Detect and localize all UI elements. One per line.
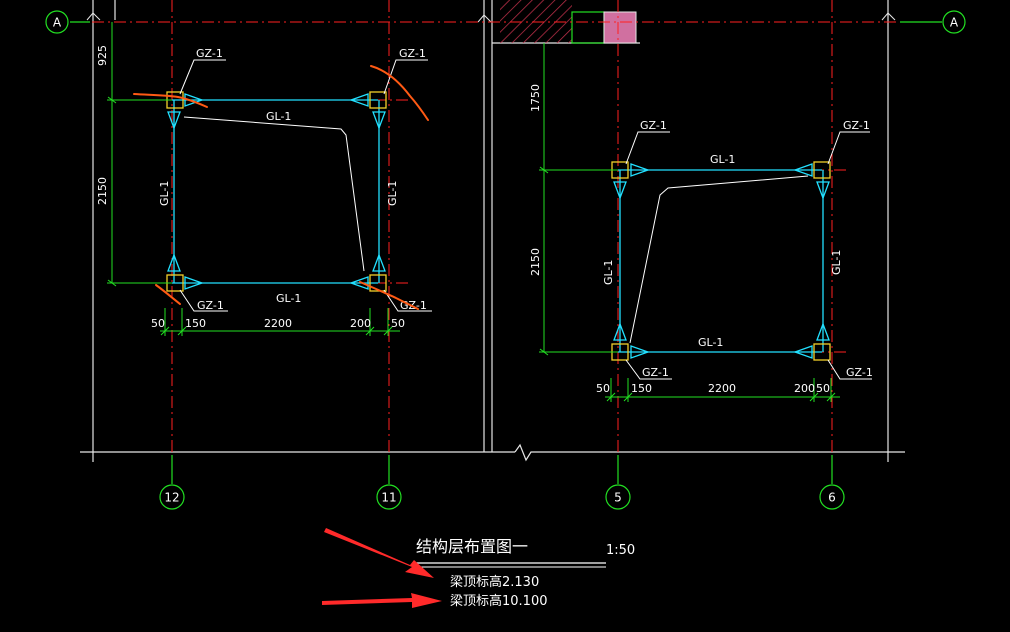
right-dim-50-b: 50 (816, 382, 830, 395)
left-dim-50-a: 50 (151, 317, 165, 330)
left-markups (133, 65, 429, 310)
right-beams (613, 163, 830, 359)
left-beam-label-top: GL-1 (266, 110, 291, 123)
elevation-note-2: 梁顶标高10.100 (450, 593, 548, 609)
arrow-1 (324, 528, 434, 578)
svg-text:11: 11 (381, 491, 396, 505)
annotation-arrows (322, 528, 442, 608)
axis-lines (70, 0, 900, 455)
right-dim-1750: 1750 (529, 84, 542, 112)
right-plan: GZ-1 GZ-1 GZ-1 GZ-1 GL-1 GL-1 GL-1 GL-1 … (529, 43, 873, 402)
right-beam-label-top: GL-1 (710, 153, 735, 166)
right-dim-50-a: 50 (596, 382, 610, 395)
left-dim-200: 200 (350, 317, 371, 330)
column-axis-bubble-11: 11 (376, 484, 402, 510)
arrow-2 (322, 593, 442, 608)
column-axis-bubble-6: 6 (819, 484, 845, 510)
left-beam-label-left: GL-1 (158, 181, 171, 206)
left-beams (167, 93, 386, 290)
left-dim-150: 150 (185, 317, 206, 330)
svg-text:5: 5 (614, 491, 622, 505)
left-gz-label-3: GZ-1 (197, 299, 224, 312)
left-gz-label-2: GZ-1 (399, 47, 426, 60)
left-beam-label-bottom: GL-1 (276, 292, 301, 305)
right-dim-150: 150 (631, 382, 652, 395)
right-slope-line (629, 175, 809, 344)
svg-text:A: A (53, 16, 62, 30)
left-dim-2150: 2150 (96, 177, 109, 205)
left-horizontal-dimension (160, 308, 400, 336)
svg-text:A: A (950, 16, 959, 30)
left-plan: GZ-1 GZ-1 GZ-1 GZ-1 GL-1 GL-1 GL-1 GL-1 … (96, 22, 432, 336)
right-beam-label-left: GL-1 (602, 260, 615, 285)
right-gz-label-2: GZ-1 (843, 119, 870, 132)
left-slope-line (183, 116, 365, 272)
wall-lines (80, 0, 905, 462)
left-beam-label-right: GL-1 (386, 181, 399, 206)
right-gz-label-4: GZ-1 (846, 366, 873, 379)
left-gz-label-1: GZ-1 (196, 47, 223, 60)
drawing-scale: 1:50 (606, 543, 635, 558)
left-dim-925: 925 (96, 45, 109, 66)
title-block: 结构层布置图一 1:50 梁顶标高2.130 梁顶标高10.100 (414, 537, 635, 609)
right-beam-label-right: GL-1 (830, 250, 843, 275)
row-axis-bubble-right: A (942, 10, 966, 34)
right-gz-label-3: GZ-1 (642, 366, 669, 379)
svg-text:12: 12 (164, 491, 179, 505)
right-beam-label-bottom: GL-1 (698, 336, 723, 349)
left-dim-50-b: 50 (391, 317, 405, 330)
axis-tails (70, 21, 942, 484)
right-horizontal-dimension (605, 378, 840, 402)
right-dim-2150: 2150 (529, 248, 542, 276)
right-columns (611, 161, 831, 361)
right-dim-200: 200 (794, 382, 815, 395)
svg-text:6: 6 (828, 491, 836, 505)
right-dim-2200: 2200 (708, 382, 736, 395)
drawing-title: 结构层布置图一 (416, 537, 528, 556)
column-axis-bubble-5: 5 (605, 484, 631, 510)
left-dim-2200: 2200 (264, 317, 292, 330)
right-vertical-dimension (539, 43, 618, 356)
row-axis-bubble-left: A (45, 10, 69, 34)
left-vertical-dimension (107, 22, 172, 287)
elevation-note-1: 梁顶标高2.130 (450, 574, 539, 590)
right-gz-label-1: GZ-1 (640, 119, 667, 132)
column-axis-bubble-12: 12 (159, 484, 185, 510)
